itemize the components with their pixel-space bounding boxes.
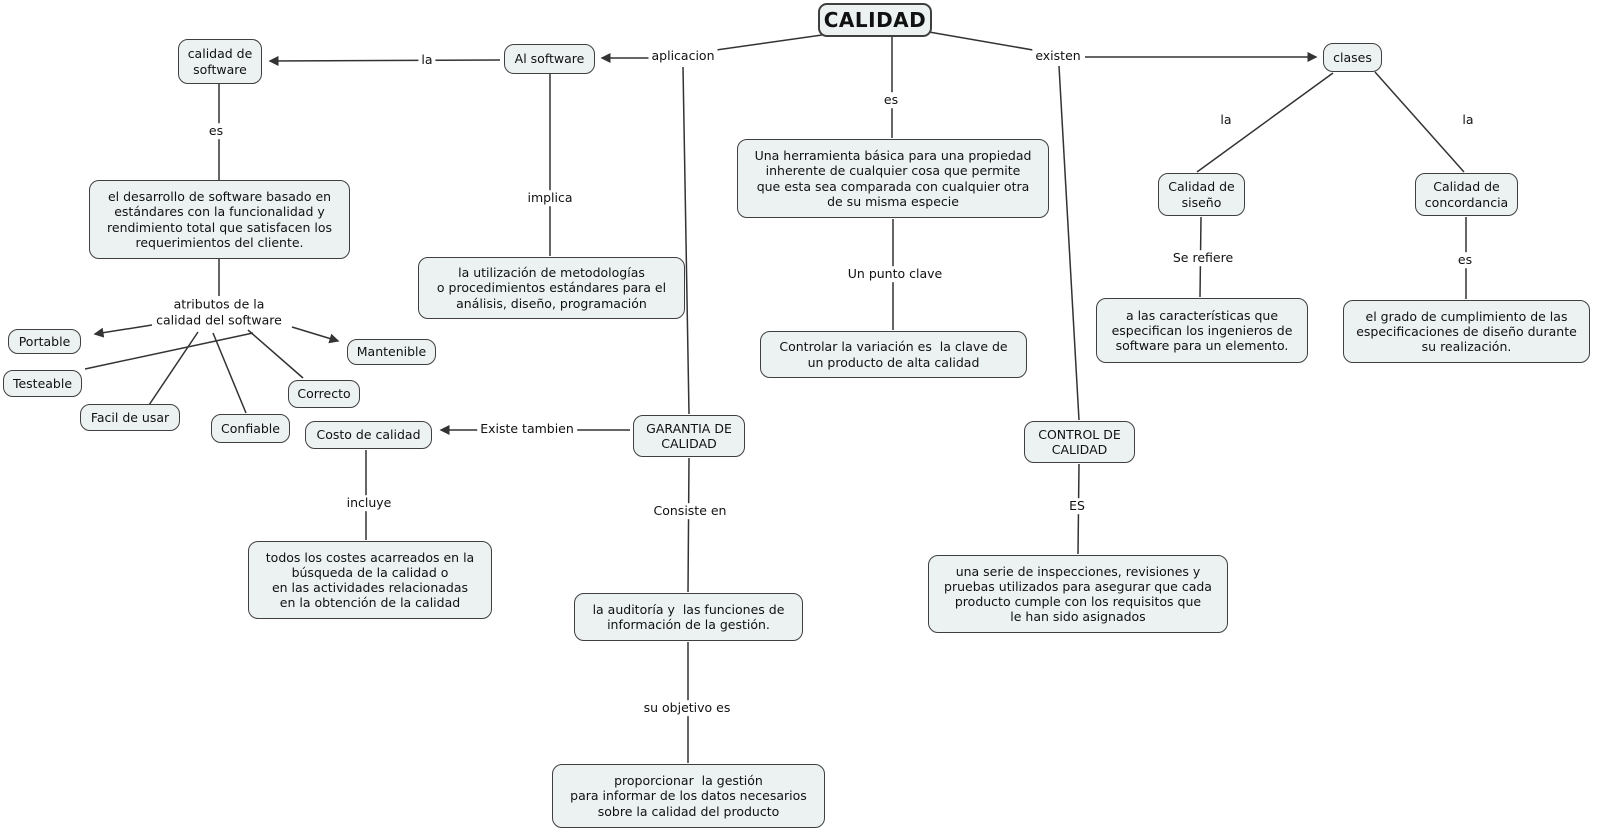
node-testeable[interactable]: Testeable xyxy=(3,370,82,397)
edge-garantia-auditoria xyxy=(687,457,690,593)
node-portable[interactable]: Portable xyxy=(8,329,81,354)
link-label-existe-tambien[interactable]: Existe tambien xyxy=(477,421,577,437)
link-label-es-right[interactable]: es xyxy=(1454,252,1476,268)
node-caracteristicas[interactable]: a las características que especifican lo… xyxy=(1096,298,1308,363)
node-costo-de-calidad[interactable]: Costo de calidad xyxy=(305,421,432,449)
link-label-incluye[interactable]: incluye xyxy=(343,495,395,511)
edge-atributos-confiable xyxy=(212,332,247,414)
link-label-la-siseno[interactable]: la xyxy=(1217,112,1235,128)
edge-calidad-aplicacion xyxy=(701,34,823,53)
node-garantia-de-calidad[interactable]: GARANTIA DE CALIDAD xyxy=(633,415,745,457)
link-label-la-software[interactable]: la xyxy=(418,52,436,68)
node-al-software[interactable]: Al software xyxy=(504,44,595,74)
edge-clases-concordancia xyxy=(1374,71,1465,173)
node-proporcionar-gestion[interactable]: proporcionar la gestión para informar de… xyxy=(552,764,825,828)
node-calidad-de-concordancia[interactable]: Calidad de concordancia xyxy=(1415,173,1518,216)
node-clases[interactable]: clases xyxy=(1323,43,1382,72)
link-label-existen[interactable]: existen xyxy=(1032,48,1084,64)
edge-atributos-portable xyxy=(93,324,153,338)
node-costes[interactable]: todos los costes acarreados en la búsque… xyxy=(248,541,492,619)
node-facil-de-usar[interactable]: Facil de usar xyxy=(80,404,180,431)
link-label-la-concordancia[interactable]: la xyxy=(1459,112,1477,128)
edge-existen-control xyxy=(1058,65,1080,421)
node-calidad-de-software[interactable]: calidad de software xyxy=(178,39,262,84)
node-desarrollo-definicion[interactable]: el desarrollo de software basado en está… xyxy=(89,180,350,259)
node-calidad-title[interactable]: CALIDAD xyxy=(818,3,932,37)
node-grado-cumplimiento[interactable]: el grado de cumplimiento de las especifi… xyxy=(1343,300,1590,363)
node-controlar-variacion[interactable]: Controlar la variación es la clave de un… xyxy=(760,331,1027,378)
node-calidad-de-siseno[interactable]: Calidad de siseño xyxy=(1158,173,1245,216)
edge-atributos-testeable xyxy=(84,332,254,370)
node-serie-inspecciones[interactable]: una serie de inspecciones, revisiones y … xyxy=(928,555,1228,633)
node-control-de-calidad[interactable]: CONTROL DE CALIDAD xyxy=(1024,421,1135,463)
link-label-se-refiere[interactable]: Se refiere xyxy=(1169,250,1237,266)
link-label-implica[interactable]: implica xyxy=(524,190,576,206)
edge-atributos-correcto xyxy=(247,329,304,379)
node-correcto[interactable]: Correcto xyxy=(288,380,360,408)
node-confiable[interactable]: Confiable xyxy=(211,414,290,443)
link-label-un-punto-clave[interactable]: Un punto clave xyxy=(844,266,946,282)
link-label-consiste-en[interactable]: Consiste en xyxy=(650,503,730,519)
node-herramienta-definicion[interactable]: Una herramienta básica para una propieda… xyxy=(737,139,1049,218)
link-label-atributos[interactable]: atributos de la calidad del software xyxy=(153,296,285,328)
node-metodologias[interactable]: la utilización de metodologías o procedi… xyxy=(418,257,685,319)
link-label-es-left[interactable]: es xyxy=(205,123,227,139)
link-label-es-center[interactable]: es xyxy=(880,92,902,108)
edge-al-software-calidad-de-software xyxy=(268,55,501,66)
node-auditoria[interactable]: la auditoría y las funciones de informac… xyxy=(574,593,803,641)
edge-atributos-facil-de-usar xyxy=(146,331,199,409)
edge-atributos-mantenible xyxy=(291,326,340,344)
edge-aplicacion-garantia xyxy=(682,66,690,415)
node-mantenible[interactable]: Mantenible xyxy=(347,339,436,365)
link-label-aplicacion[interactable]: aplicacion xyxy=(648,48,718,64)
edge-clases-siseno xyxy=(1196,72,1334,173)
link-label-su-objetivo-es[interactable]: su objetivo es xyxy=(640,700,734,716)
link-label-es-control[interactable]: ES xyxy=(1066,498,1088,514)
